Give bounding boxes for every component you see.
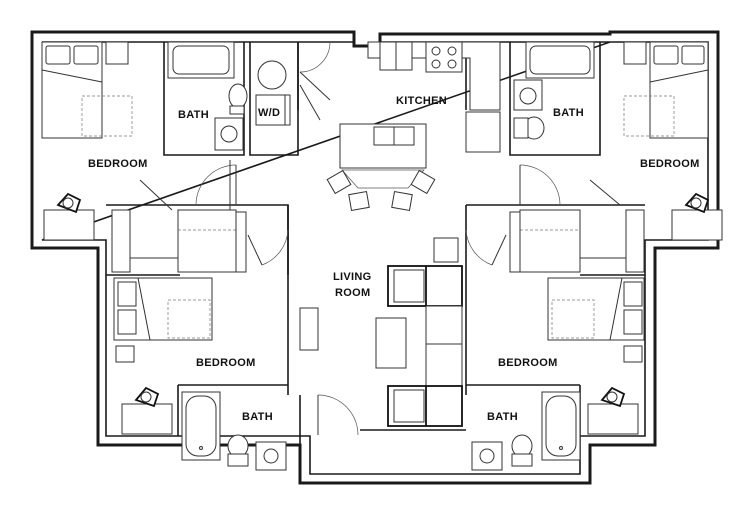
lower-right-bedroom-furniture xyxy=(547,277,645,435)
room-labels: KITCHEN W/D BATH BATH BEDROOM BEDROOM LI… xyxy=(88,95,700,423)
right-closets xyxy=(509,209,645,273)
bar-stools xyxy=(326,169,436,212)
left-closets xyxy=(111,209,247,273)
label-bedroom-upper-right: BEDROOM xyxy=(640,158,700,170)
kitchen-island xyxy=(339,123,427,189)
label-living: LIVING xyxy=(333,271,371,283)
lower-left-bedroom-furniture xyxy=(113,277,213,435)
lower-left-bath-fixtures xyxy=(181,391,287,471)
label-bedroom-lower-right: BEDROOM xyxy=(498,357,558,369)
living-room-furniture xyxy=(299,237,463,427)
left-top-bath-fixtures xyxy=(167,41,248,151)
label-bath-bottom-left: BATH xyxy=(242,411,273,423)
lower-right-bath-fixtures xyxy=(471,391,581,471)
label-bath-top-right: BATH xyxy=(553,107,584,119)
right-top-bath-fixtures xyxy=(513,41,595,140)
washer-dryer xyxy=(255,60,291,126)
label-room: ROOM xyxy=(335,287,370,299)
kitchen-counter xyxy=(367,41,501,153)
label-bath-top-left: BATH xyxy=(178,109,209,121)
door-swings xyxy=(139,41,621,436)
label-bath-bottom-right: BATH xyxy=(487,411,518,423)
upper-left-bedroom-furniture xyxy=(41,41,133,241)
upper-right-bedroom-furniture xyxy=(623,41,723,241)
label-bedroom-lower-left: BEDROOM xyxy=(196,357,256,369)
label-bedroom-upper-left: BEDROOM xyxy=(88,158,148,170)
interior-walls xyxy=(106,42,645,445)
label-wd: W/D xyxy=(258,107,280,119)
label-kitchen: KITCHEN xyxy=(396,95,447,107)
